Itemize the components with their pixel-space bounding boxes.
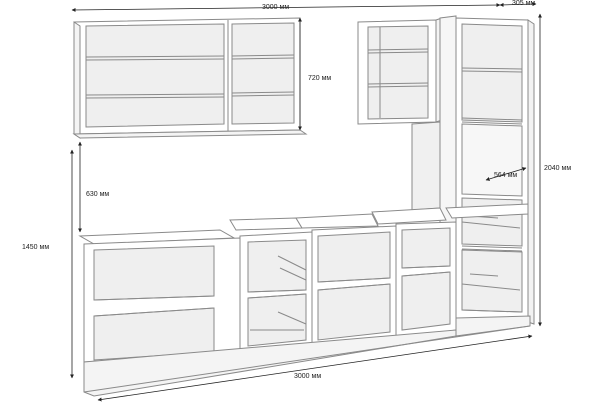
dim-line-inner-depth [485, 167, 527, 181]
dim-line-top-width [71, 3, 501, 12]
wall-cabinet-right [357, 17, 443, 125]
label-bottom-width: 3000 мм [294, 373, 321, 380]
label-wall-gap: 630 мм [86, 191, 109, 198]
label-tall-height: 2040 мм [544, 165, 571, 172]
dim-line-tall-depth [499, 2, 537, 7]
label-tall-depth: 305 мм [512, 0, 535, 7]
label-top-width: 3000 мм [262, 4, 289, 11]
tall-cabinet [455, 17, 535, 325]
wall-cabinet-left [72, 17, 308, 139]
label-wall-height: 720 мм [308, 75, 331, 82]
label-base-height: 1450 мм [22, 244, 49, 251]
label-inner-depth: 564 мм [494, 172, 517, 179]
dimension-lines [70, 2, 542, 402]
dim-line-bottom-width [97, 334, 533, 402]
